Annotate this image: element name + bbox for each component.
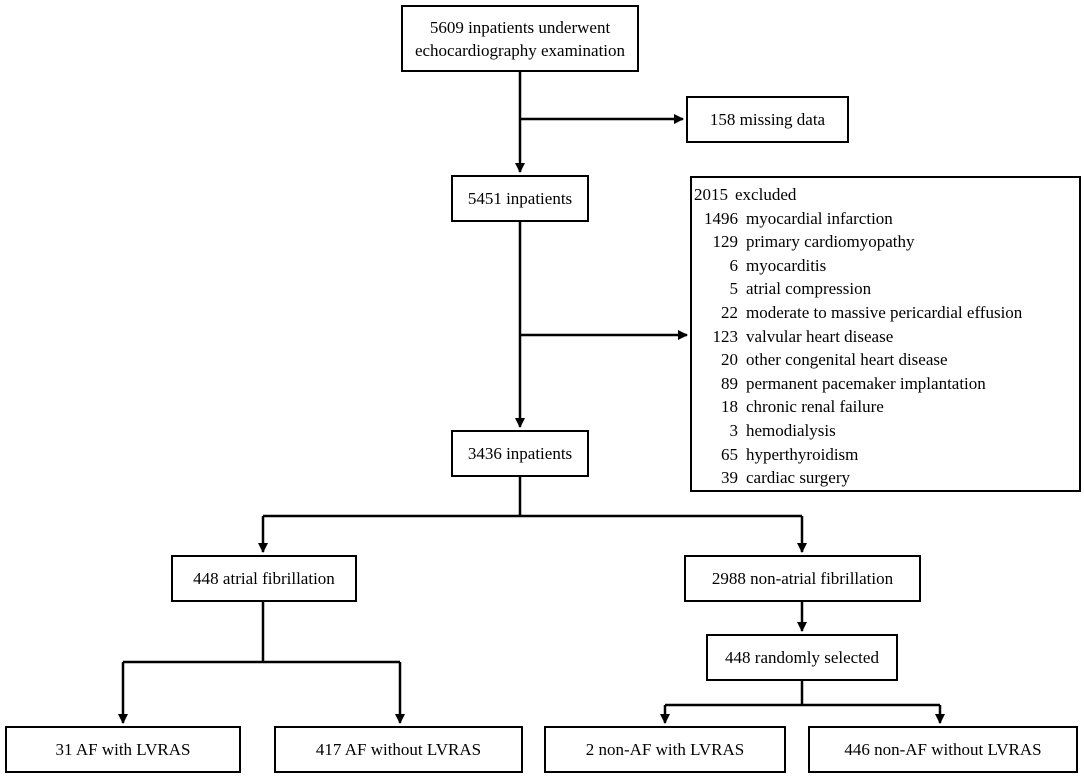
exclusion-item: 6 myocarditis [694, 254, 1022, 278]
exclusion-label: other congenital heart disease [746, 350, 948, 370]
randomly-selected-text: 448 randomly selected [725, 648, 879, 667]
exclusion-label: permanent pacemaker implantation [746, 373, 986, 393]
box-randomly-selected: 448 randomly selected [706, 634, 898, 681]
exclusion-item: 89 permanent pacemaker implantation [694, 372, 1022, 396]
exclusion-count: 89 [721, 373, 738, 393]
missing-data-text: 158 missing data [709, 110, 826, 129]
af-without-lvras-text: 417 AF without LVRAS [315, 740, 482, 759]
nonaf-with-lvras-text: 2 non-AF with LVRAS [585, 740, 745, 759]
exclusion-count: 65 [721, 444, 738, 464]
exclusion-count: 39 [721, 468, 738, 488]
box-atrial-fibrillation: 448 atrial fibrillation [171, 555, 357, 602]
exclusion-item: 1496 myocardial infarction [694, 207, 1022, 231]
exclusion-label: primary cardiomyopathy [746, 232, 915, 252]
exclusion-item: 65 hyperthyroidism [694, 443, 1022, 467]
exclusion-item: 20 other congenital heart disease [694, 348, 1022, 372]
exclusion-count: 20 [721, 350, 738, 370]
box-af-with-lvras: 31 AF with LVRAS [5, 726, 241, 773]
exclusion-item: 5 atrial compression [694, 277, 1022, 301]
exclusion-item: 18 chronic renal failure [694, 395, 1022, 419]
atrial-fibrillation-text: 448 atrial fibrillation [193, 569, 335, 588]
box-3436-inpatients: 3436 inpatients [451, 430, 589, 477]
exclusion-item: 123 valvular heart disease [694, 325, 1022, 349]
exclusion-label: myocardial infarction [746, 208, 893, 228]
excluded-count: 2015 [694, 185, 728, 204]
box-nonaf-with-lvras: 2 non-AF with LVRAS [544, 726, 786, 773]
exclusion-label: chronic renal failure [746, 397, 884, 417]
box-nonaf-without-lvras: 446 non-AF without LVRAS [808, 726, 1078, 773]
exclusion-label: hemodialysis [746, 420, 836, 440]
exclusion-count: 123 [712, 326, 739, 346]
exclusion-item: 3 hemodialysis [694, 419, 1022, 443]
box-af-without-lvras: 417 AF without LVRAS [274, 726, 523, 773]
excluded-header: 2015 excluded [694, 183, 1022, 207]
excluded-label: excluded [735, 185, 797, 204]
exclusion-count: 6 [729, 255, 739, 275]
nonaf-without-lvras-text: 446 non-AF without LVRAS [844, 740, 1042, 759]
exclusion-count: 22 [721, 302, 738, 322]
exclusion-count: 18 [721, 397, 738, 417]
af-with-lvras-text: 31 AF with LVRAS [55, 740, 191, 759]
exclusion-label: myocarditis [746, 255, 827, 275]
exclusion-item: 129 primary cardiomyopathy [694, 230, 1022, 254]
box-missing-data: 158 missing data [686, 96, 849, 143]
exclusion-label: moderate to massive pericardial effusion [746, 302, 1023, 322]
exclusion-label: valvular heart disease [746, 326, 894, 346]
exclusion-count: 1496 [704, 208, 738, 228]
exclusion-label: cardiac surgery [746, 468, 850, 488]
exclusion-label: hyperthyroidism [746, 444, 859, 464]
inpatients-5451-text: 5451 inpatients [467, 189, 573, 208]
start-line-1: 5609 inpatients underwent [429, 17, 611, 37]
exclusion-count: 129 [712, 232, 739, 252]
box-5451-inpatients: 5451 inpatients [451, 175, 589, 222]
exclusion-item: 22 moderate to massive pericardial effusi… [694, 301, 1022, 325]
non-atrial-fibrillation-text: 2988 non-atrial fibrillation [711, 569, 894, 588]
box-non-atrial-fibrillation: 2988 non-atrial fibrillation [684, 555, 921, 602]
exclusion-label: atrial compression [746, 279, 872, 299]
inpatients-3436-text: 3436 inpatients [467, 444, 573, 463]
exclusion-item: 39 cardiac surgery [694, 466, 1022, 490]
start-line-2: echocardiography examination [414, 40, 626, 60]
exclusion-count: 3 [729, 420, 739, 440]
box-start: 5609 inpatients underwent echocardiograp… [401, 5, 639, 72]
exclusion-count: 5 [729, 279, 739, 299]
